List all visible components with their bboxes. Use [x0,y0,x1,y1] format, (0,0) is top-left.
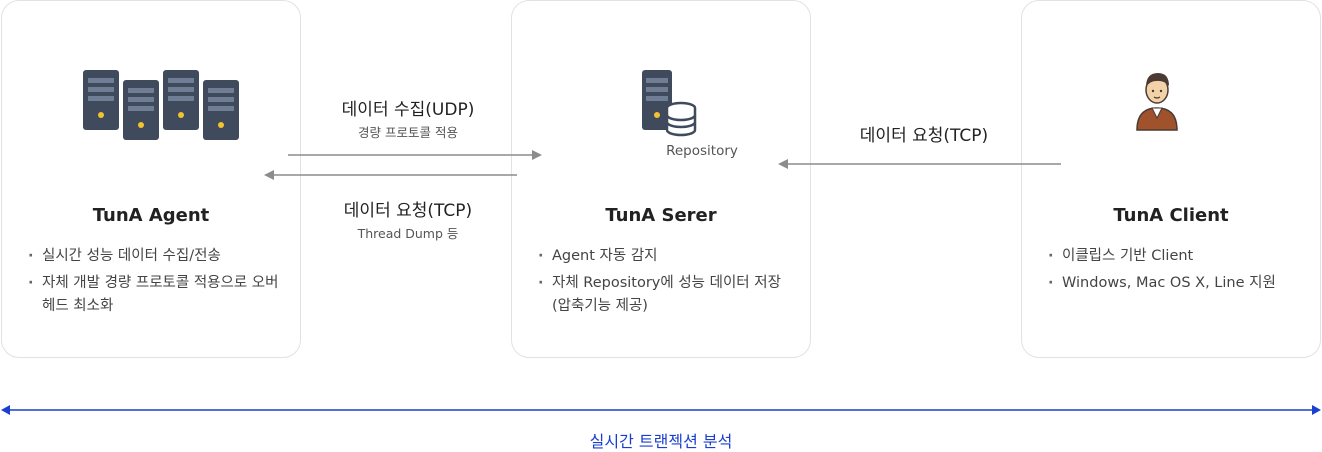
flow-tcp-agent-label: 데이터 요청(TCP) Thread Dump 등 [288,196,528,242]
server-card: TunA Serer Agent 자동 감지 자체 Repository에 성능… [511,0,811,358]
flow-tcp-client-label: 데이터 요청(TCP) [804,121,1044,146]
server-tower-icon [203,80,239,140]
flow-udp-subtitle: 경량 프로토콜 적용 [358,125,458,140]
server-tower-icon [642,70,672,130]
timeline-arrow [1,405,1321,415]
client-title: TunA Client [1113,205,1229,226]
arrow-client-to-server [778,159,1061,169]
client-feature-item: Windows, Mac OS X, Line 지원 [1048,272,1306,295]
user-icon [1136,73,1178,131]
database-icon [665,101,697,137]
server-tower-icon [163,70,199,130]
repository-label: Repository [666,143,738,159]
server-feature-item: 자체 Repository에 성능 데이터 저장(압축기능 제공) [538,272,796,318]
server-tower-icon [83,70,119,130]
agent-title: TunA Agent [92,205,210,226]
server-title: TunA Serer [605,205,717,226]
client-feature-list: 이클립스 기반 Client Windows, Mac OS X, Line 지… [1048,245,1306,299]
server-tower-icon [123,80,159,140]
arrow-agent-to-server [288,150,542,160]
flow-udp-label: 데이터 수집(UDP) 경량 프로토콜 적용 [288,95,528,141]
arrow-server-to-agent [264,170,517,180]
timeline-label: 실시간 트랜젝션 분석 [589,432,733,451]
agent-feature-item: 자체 개발 경량 프로토콜 적용으로 오버헤드 최소화 [28,272,286,318]
flow-tcp-agent-subtitle: Thread Dump 등 [357,226,459,241]
client-feature-item: 이클립스 기반 Client [1048,245,1306,268]
agent-card: TunA Agent 실시간 성능 데이터 수집/전송 자체 개발 경량 프로토… [1,0,301,358]
server-feature-item: Agent 자동 감지 [538,245,796,268]
agent-feature-item: 실시간 성능 데이터 수집/전송 [28,245,286,268]
client-card: TunA Client 이클립스 기반 Client Windows, Mac … [1021,0,1321,358]
agent-feature-list: 실시간 성능 데이터 수집/전송 자체 개발 경량 프로토콜 적용으로 오버헤드… [28,245,286,322]
server-database-icon [642,70,697,137]
server-rack-icon [83,70,239,140]
flow-tcp-client-title: 데이터 요청(TCP) [859,126,989,146]
flow-tcp-agent-title: 데이터 요청(TCP) [343,201,473,221]
server-feature-list: Agent 자동 감지 자체 Repository에 성능 데이터 저장(압축기… [538,245,796,322]
flow-udp-title: 데이터 수집(UDP) [341,100,475,120]
